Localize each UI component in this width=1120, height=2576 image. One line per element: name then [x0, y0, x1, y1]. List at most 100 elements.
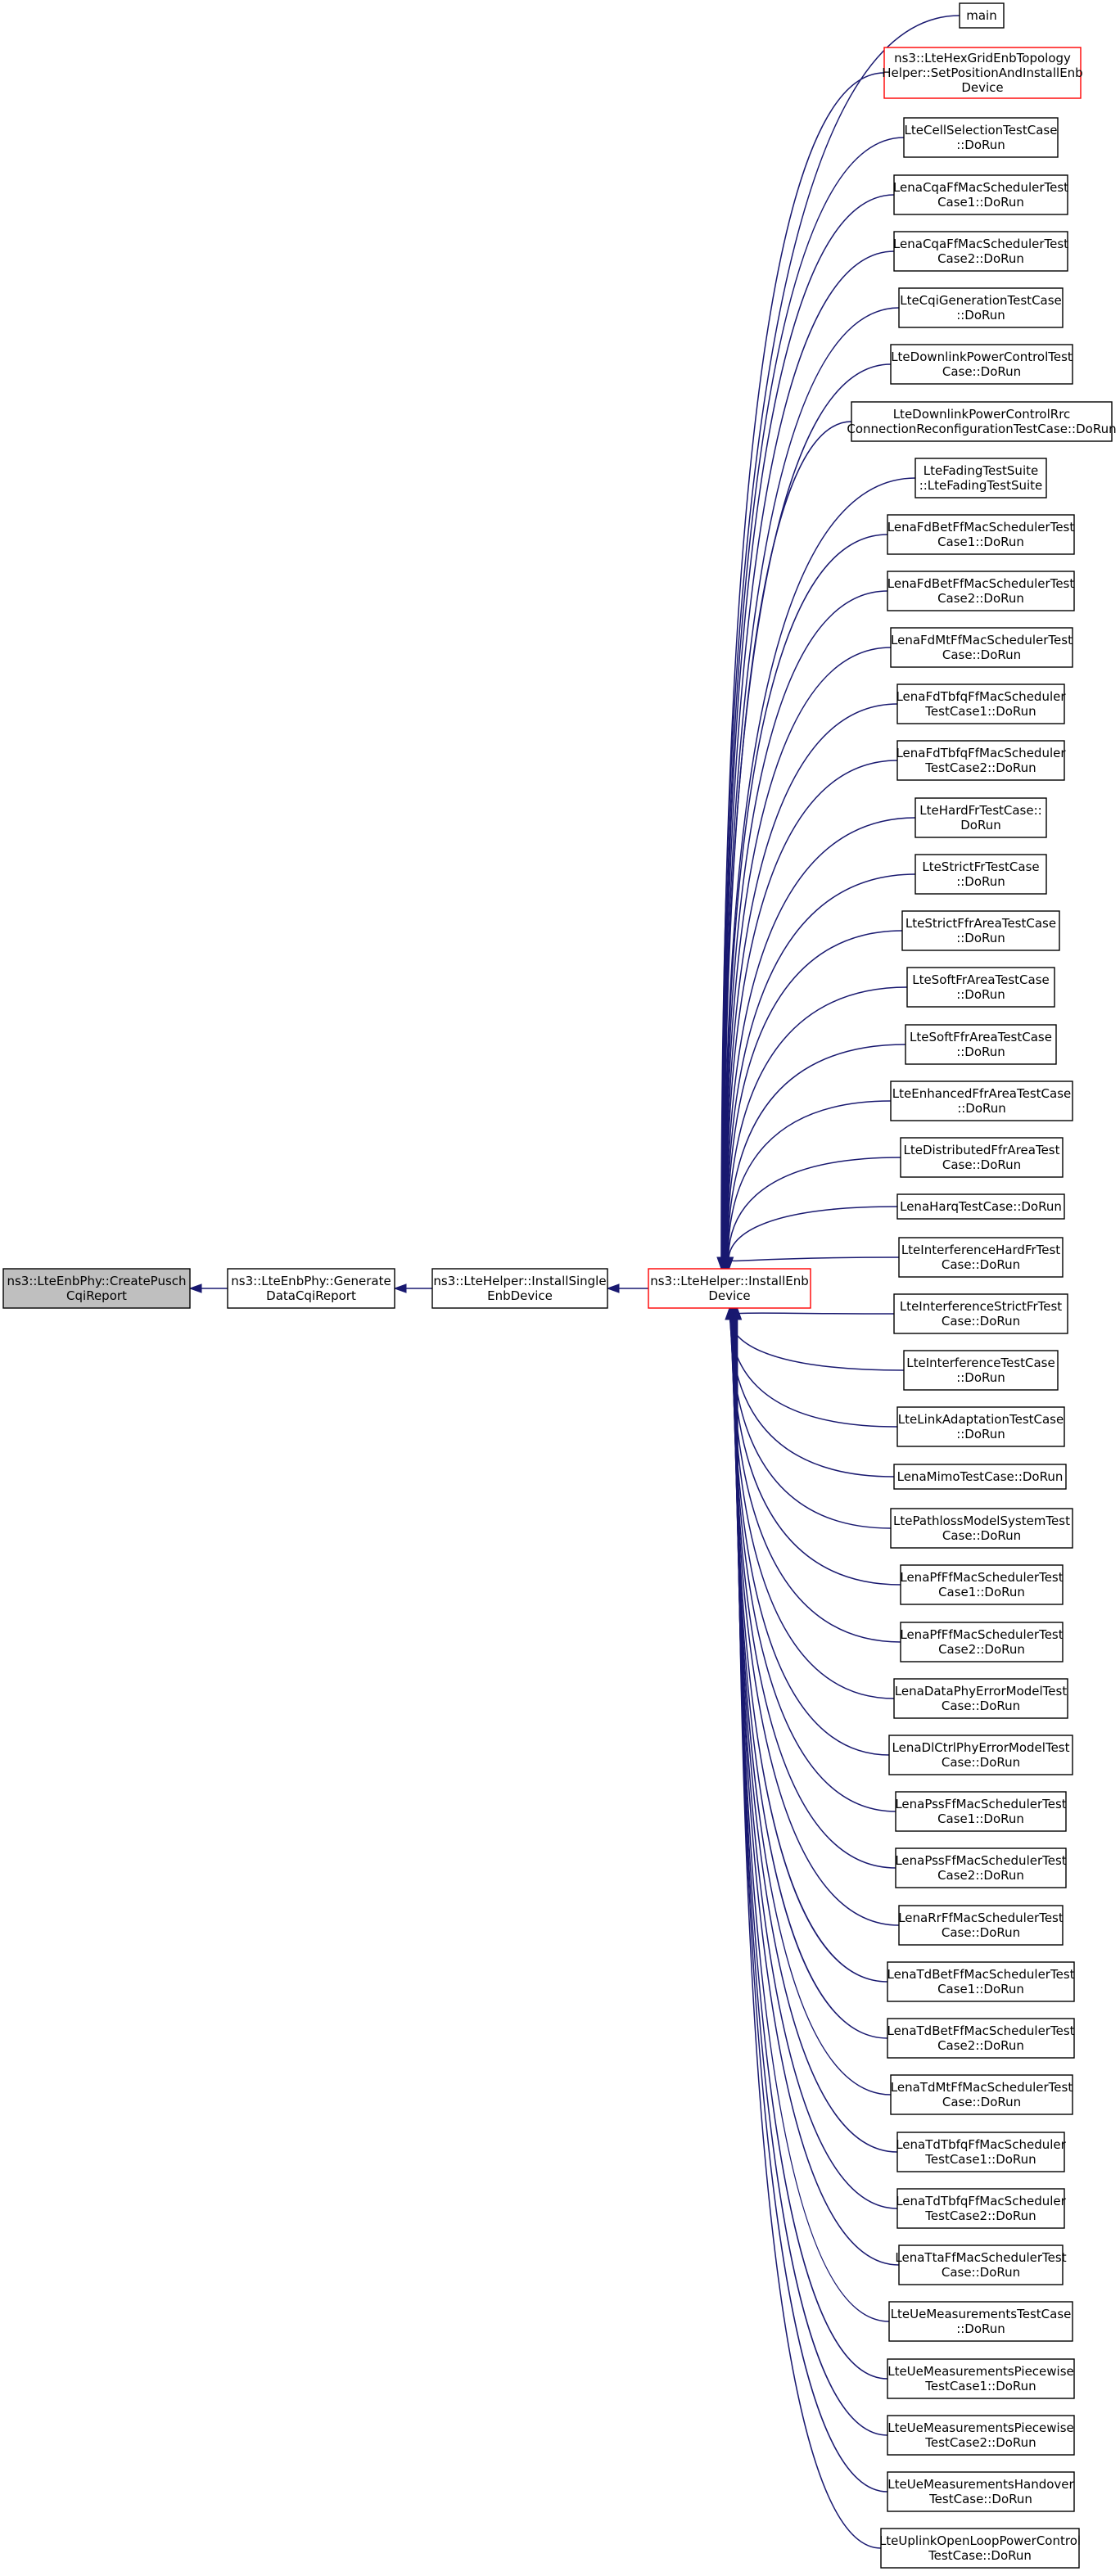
- caller-lenamimotestcase-dorun-label-line: LenaMimoTestCase::DoRun: [897, 1469, 1064, 1484]
- caller-lteuemeasurementstestcase-dorun[interactable]: LteUeMeasurementsTestCase::DoRun: [888, 2301, 1073, 2342]
- caller-lteuplinkopenlooppowercontroltestcase-dorun[interactable]: LteUplinkOpenLoopPowerControlTestCase::D…: [879, 2528, 1081, 2569]
- caller-ltecqigenerationtestcase-dorun[interactable]: LteCqiGenerationTestCase::DoRun: [898, 287, 1064, 328]
- caller-lteenhancedffrareatestcase-dorun[interactable]: LteEnhancedFfrAreaTestCase::DoRun: [890, 1080, 1073, 1121]
- caller-ltestrictfrtestcase-dorun[interactable]: LteStrictFrTestCase::DoRun: [915, 854, 1047, 895]
- caller-lenafdtbfqffmacschedulertestcase1-dorun-label-line: LenaFdTbfqFfMacScheduler: [896, 689, 1066, 704]
- caller-ltestrictfrtestcase-dorun-label-line: LteStrictFrTestCase: [922, 859, 1039, 874]
- caller-edge: [724, 534, 888, 1260]
- caller-ltedownlinkpowercontrolrrcconnectionreconfigurationtestcase-dorun-label-line: ConnectionReconfigurationTestCase::DoRun: [847, 422, 1116, 436]
- caller-ltecqigenerationtestcase-dorun-label-line: ::DoRun: [956, 308, 1005, 323]
- caller-ltedownlinkpowercontrolrrcconnectionreconfigurationtestcase-dorun[interactable]: LteDownlinkPowerControlRrcConnectionReco…: [847, 401, 1117, 442]
- caller-lteuemeasurementstestcase-dorun-label-line: LteUeMeasurementsTestCase: [891, 2307, 1072, 2321]
- caller-lteinterferencehardfrtestcase-dorun-label-line: Case::DoRun: [942, 1257, 1020, 1272]
- caller-lteinterferencestrictfrtestcase-dorun-label-line: Case::DoRun: [942, 1314, 1020, 1329]
- caller-ltesoftfrareatestcase-dorun[interactable]: LteSoftFrAreaTestCase::DoRun: [906, 967, 1055, 1008]
- caller-ns3-ltehexgridenbtopologyhelper-setpositionandinstallenbdevice-label-line: Helper::SetPositionAndInstallEnb: [882, 65, 1082, 80]
- caller-edge: [731, 1317, 895, 1699]
- caller-edge-arrowhead: [732, 1306, 743, 1320]
- caller-lenadataphyerrormodeltestcase-dorun-label-line: Case::DoRun: [942, 1699, 1020, 1713]
- caller-lteinterferencetestcase-dorun[interactable]: LteInterferenceTestCase::DoRun: [903, 1350, 1059, 1391]
- caller-edge: [726, 986, 908, 1260]
- caller-ltedownlinkpowercontroltestcase-dorun-label-line: LteDownlinkPowerControlTest: [891, 350, 1073, 364]
- caller-ltedistributedffrareatestcase-dorun-label-line: Case::DoRun: [942, 1157, 1021, 1172]
- caller-lteuemeasurementspiecewisetestcase2-dorun-label-line: TestCase2::DoRun: [924, 2435, 1036, 2450]
- node-install-single-box: [431, 1268, 608, 1309]
- caller-lenapssffmacschedulertestcase1-dorun-label-line: LenaPssFfMacSchedulerTest: [895, 1797, 1066, 1811]
- caller-edge: [721, 137, 905, 1260]
- caller-ltesoftffrareatestcase-dorun[interactable]: LteSoftFfrAreaTestCase::DoRun: [905, 1024, 1057, 1065]
- caller-lteinterferencestrictfrtestcase-dorun-box: [893, 1293, 1068, 1334]
- caller-lenafdbetffmacschedulertestcase1-dorun-label-line: Case1::DoRun: [937, 535, 1024, 549]
- caller-lenatdmtffmacschedulertestcase-dorun-label-line: LenaTdMtFfMacSchedulerTest: [891, 2080, 1073, 2095]
- caller-lenaharqtestcase-dorun[interactable]: LenaHarqTestCase::DoRun: [896, 1193, 1065, 1220]
- caller-edge: [735, 1317, 888, 2380]
- caller-lenatdmtffmacschedulertestcase-dorun-box: [890, 2074, 1073, 2115]
- caller-ltelinkadaptationtestcase-dorun-label-line: ::DoRun: [956, 1427, 1005, 1441]
- caller-edge: [725, 873, 916, 1260]
- caller-lenadataphyerrormodeltestcase-dorun-box: [893, 1678, 1068, 1719]
- caller-edge: [725, 760, 898, 1260]
- caller-ltecellselectiontestcase-dorun[interactable]: LteCellSelectionTestCase::DoRun: [903, 117, 1059, 158]
- caller-ltesoftfrareatestcase-dorun-label-line: ::DoRun: [956, 987, 1005, 1002]
- caller-ltefadingtestsuite-ltefadingtestsuite[interactable]: LteFadingTestSuite::LteFadingTestSuite: [915, 458, 1047, 499]
- caller-lteenhancedffrareatestcase-dorun-label-line: ::DoRun: [957, 1101, 1006, 1116]
- caller-lteuemeasurementspiecewisetestcase2-dorun[interactable]: LteUeMeasurementsPiecewiseTestCase2::DoR…: [887, 2415, 1075, 2456]
- caller-lenaharqtestcase-dorun-label-line: LenaHarqTestCase::DoRun: [900, 1199, 1062, 1214]
- caller-main[interactable]: main: [959, 2, 1005, 29]
- caller-ltesoftffrareatestcase-dorun-label-line: LteSoftFfrAreaTestCase: [910, 1030, 1052, 1044]
- edge-layer: [188, 15, 960, 2549]
- caller-lenamimotestcase-dorun[interactable]: LenaMimoTestCase::DoRun: [893, 1464, 1067, 1490]
- caller-lenafdbetffmacschedulertestcase2-dorun-label-line: LenaFdBetFfMacSchedulerTest: [887, 576, 1075, 591]
- caller-lenafdtbfqffmacschedulertestcase1-dorun-label-line: TestCase1::DoRun: [924, 704, 1036, 719]
- caller-ltedownlinkpowercontrolrrcconnectionreconfigurationtestcase-dorun-box: [851, 401, 1113, 442]
- caller-ns3-ltehexgridenbtopologyhelper-setpositionandinstallenbdevice[interactable]: ns3::LteHexGridEnbTopologyHelper::SetPos…: [882, 47, 1083, 99]
- node-create-pusch-label-line: CqiReport: [66, 1288, 127, 1303]
- caller-lenacqaffmacschedulertestcase1-dorun-label-line: Case1::DoRun: [937, 195, 1024, 210]
- caller-lenadlctrlphyerrormodeltestcase-dorun-box: [888, 1735, 1073, 1775]
- caller-ns3-ltehexgridenbtopologyhelper-setpositionandinstallenbdevice-label-line: Device: [961, 80, 1003, 95]
- caller-ltestrictffrareatestcase-dorun-box: [901, 910, 1060, 951]
- caller-ltedistributedffrareatestcase-dorun-box: [900, 1137, 1064, 1178]
- caller-ltelinkadaptationtestcase-dorun[interactable]: LteLinkAdaptationTestCase::DoRun: [896, 1406, 1065, 1447]
- caller-edge: [726, 930, 903, 1260]
- caller-lteuemeasurementspiecewisetestcase1-dorun[interactable]: LteUeMeasurementsPiecewiseTestCase1::DoR…: [887, 2358, 1075, 2399]
- caller-lenarrffmacschedulertestcase-dorun-label-line: LenaRrFfMacSchedulerTest: [898, 1911, 1064, 1925]
- caller-lenatdbetffmacschedulertestcase1-dorun-box: [887, 1961, 1075, 2002]
- caller-ltehardfrtestcase-dorun[interactable]: LteHardFrTestCase::DoRun: [915, 797, 1047, 838]
- caller-ltefadingtestsuite-ltefadingtestsuite-label-line: LteFadingTestSuite: [924, 463, 1038, 478]
- caller-edge: [724, 590, 888, 1260]
- caller-ltedownlinkpowercontroltestcase-dorun-box: [890, 344, 1073, 385]
- caller-ltestrictffrareatestcase-dorun[interactable]: LteStrictFfrAreaTestCase::DoRun: [901, 910, 1060, 951]
- caller-lenatdtbfqffmacschedulertestcase1-dorun-label-line: LenaTdTbfqFfMacScheduler: [896, 2137, 1066, 2152]
